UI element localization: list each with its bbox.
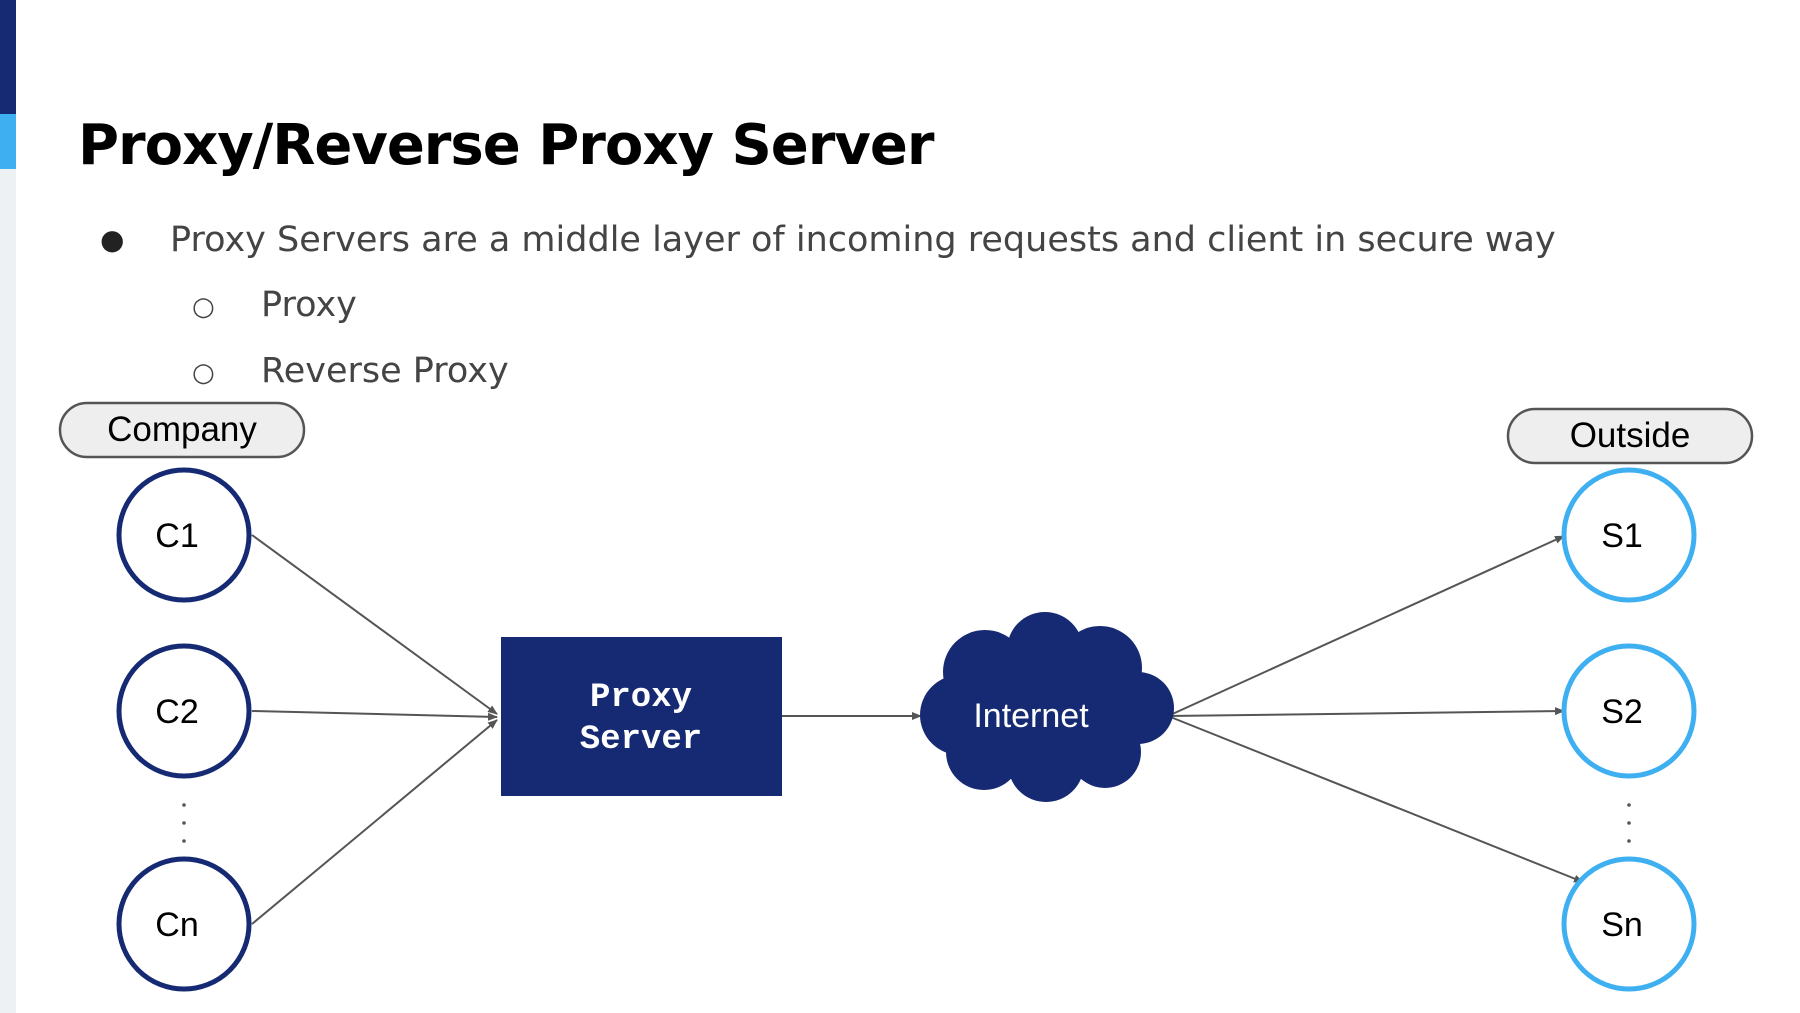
connector-internet-sn [1167,715,1584,883]
cloud-label: Internet [973,697,1089,735]
accent-bar-dark [0,0,16,114]
client-node-c1: C1 [116,467,252,603]
outside-label: Outside [1506,407,1754,465]
cloud-icon [920,612,1174,802]
ellipsis-dots-right [1627,803,1631,843]
connector-internet-s2 [1167,707,1565,717]
sub-bullet-text: Reverse Proxy [261,351,509,391]
client-nodes: C1 C2 Cn [116,467,252,992]
connector-cn-proxy [251,719,498,925]
company-label: Company [58,401,306,459]
server-node-s2: S2 [1561,643,1697,779]
outside-pill [1506,407,1754,465]
client-label: C1 [155,517,198,555]
client-node-c2: C2 [116,643,252,779]
side-strip [0,0,16,1013]
connectors [251,534,1584,925]
sub-bullet-text: Proxy [261,285,357,325]
proxy-label-line2: Server [580,721,702,759]
slide-title: Proxy/Reverse Proxy Server [78,113,935,178]
server-node-sn: Sn [1561,856,1697,992]
server-label: S1 [1601,517,1643,555]
company-label-text: Company [107,410,257,449]
hollow-bullet-icon: ○ [192,292,215,322]
hollow-bullet-icon: ○ [192,358,215,388]
outside-label-text: Outside [1570,416,1691,455]
connector-c2-proxy [251,710,498,721]
server-label: S2 [1601,693,1643,731]
accent-bar-light [0,114,16,169]
company-pill [58,401,306,459]
bullet-text: Proxy Servers are a middle layer of inco… [170,220,1556,260]
proxy-label-line1: Proxy [590,679,692,717]
client-label: Cn [155,906,198,944]
server-node-s1: S1 [1561,467,1697,603]
connector-internet-s1 [1167,535,1565,717]
server-nodes: S1 S2 Sn [1561,467,1697,992]
internet-cloud: Internet [920,612,1174,802]
bullet-dot-icon: ● [100,223,125,256]
client-label: C2 [155,693,198,731]
connector-c1-proxy [251,534,498,715]
proxy-server-box: Proxy Server [501,637,782,796]
ellipsis-dots-left [182,803,186,843]
client-node-cn: Cn [116,856,252,992]
server-label: Sn [1601,906,1643,944]
